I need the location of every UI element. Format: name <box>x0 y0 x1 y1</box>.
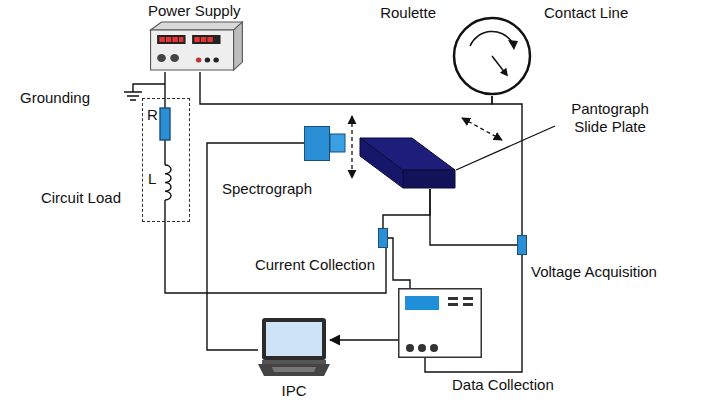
wire <box>383 189 430 228</box>
node-heading: Data Collection <box>452 376 554 394</box>
power-supply-shape-part <box>234 22 243 70</box>
laptop-shape-part <box>262 360 326 364</box>
laptop-shape-part <box>266 322 322 356</box>
spectrograph-device-shape-part <box>305 127 330 161</box>
load-circuit-part <box>165 165 171 200</box>
slide-plate-shape <box>360 137 455 189</box>
power-supply-shape-part <box>159 37 164 42</box>
wire <box>164 72 165 98</box>
laptop-shape-part <box>262 318 326 360</box>
roulette-wheel-shape-part <box>492 56 504 72</box>
ground-symbol-part <box>124 92 142 100</box>
node-heading: Current Collection <box>255 256 375 274</box>
part-label: L <box>148 170 156 188</box>
wire <box>388 238 410 288</box>
load-circuit-part <box>160 108 170 140</box>
power-supply-shape-part <box>194 37 199 42</box>
roulette-wheel-shape-part <box>470 31 512 46</box>
data-collector-shape-part <box>448 303 458 306</box>
node-heading: Pantograph Slide Plate <box>560 100 660 136</box>
motion-arrow <box>351 116 352 178</box>
load-circuit <box>160 98 171 222</box>
power-supply: Power Supply <box>144 2 245 72</box>
data-collector-shape-part <box>448 297 458 300</box>
wire <box>165 222 386 293</box>
node-heading: Spectrograph <box>222 180 312 198</box>
spectrograph-device-shape <box>304 126 346 161</box>
power-supply-shape-part <box>166 37 171 42</box>
motion-arrow <box>462 118 502 140</box>
roulette-wheel-shape-part <box>508 40 518 50</box>
power-supply-shape-part <box>151 30 234 70</box>
slide-plate-shape-part <box>403 170 455 188</box>
power-supply-shape-part <box>179 37 183 42</box>
node-heading: Voltage Acquisition <box>531 263 657 281</box>
roulette-wheel-shape-part <box>500 68 508 77</box>
data-collector-shape-part <box>463 303 473 306</box>
power-supply-shape-part <box>205 58 210 63</box>
wire <box>200 72 492 104</box>
power-supply-shape-part <box>157 35 185 44</box>
power-supply-shape-part <box>213 58 218 63</box>
roulette-wheel-shape <box>452 16 532 96</box>
roulette-wheel-shape-part <box>454 18 530 94</box>
data-collector-shape-part <box>399 289 482 358</box>
power-supply-shape-part <box>201 37 206 42</box>
voltage-sensor: Voltage Acquisition <box>517 235 527 255</box>
laptop-shape <box>258 318 330 380</box>
node-heading: Power Supply <box>148 2 241 20</box>
power-supply-shape-part <box>172 37 177 42</box>
spectrograph-device: Spectrograph <box>304 126 346 161</box>
power-supply-shape-part <box>151 22 243 30</box>
spectrograph-device-shape-part <box>330 134 345 152</box>
power-supply-shape-part <box>196 58 201 63</box>
slide-plate: Pantograph Slide Plate <box>360 137 455 189</box>
node-heading: IPC <box>281 382 306 400</box>
power-supply-shape-part <box>157 54 166 62</box>
wire <box>492 96 522 235</box>
data-collector-shape-part <box>405 296 439 310</box>
current-sensor: Current Collection <box>378 228 388 248</box>
data-collector-shape-part <box>430 344 438 352</box>
data-collector-shape-part <box>463 297 473 300</box>
data-collector-shape <box>398 288 482 358</box>
slide-plate-shape-part <box>360 138 403 188</box>
laptop-shape-part <box>272 367 316 372</box>
data-collector: Data Collection <box>398 288 482 358</box>
roulette-wheel: RouletteContact Line <box>452 16 532 96</box>
node-heading: Circuit Load <box>41 189 121 207</box>
node-heading: Roulette <box>380 4 436 22</box>
laptop-shape-part <box>258 364 330 376</box>
ground-symbol-part <box>133 84 165 92</box>
data-collector-shape-part <box>406 344 414 352</box>
power-supply-shape-part <box>192 35 220 44</box>
part-label: Grounding <box>20 89 90 107</box>
data-collector-shape-part <box>418 344 426 352</box>
power-supply-shape-part <box>207 37 212 42</box>
signal-arrow <box>330 339 398 340</box>
part-label: R <box>147 106 158 124</box>
node-subheading: Contact Line <box>544 4 628 22</box>
laptop: IPC <box>258 318 330 380</box>
wire <box>430 189 517 245</box>
leader-line <box>456 126 555 170</box>
power-supply-shape-part <box>170 54 179 62</box>
